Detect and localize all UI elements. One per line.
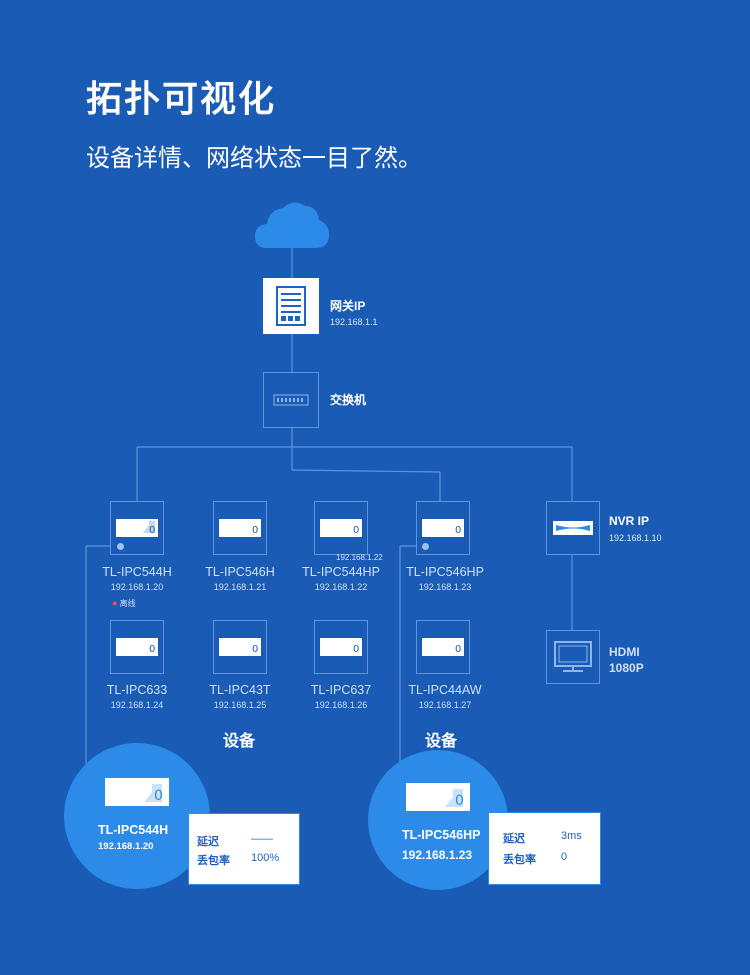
- detail-circle-right: [368, 750, 508, 890]
- device-name: TL-IPC637: [310, 683, 372, 697]
- monitor-node[interactable]: [546, 630, 600, 684]
- svg-text:0: 0: [353, 644, 359, 655]
- offline-label: 离线: [119, 599, 136, 608]
- offline-dot-icon: ●: [112, 598, 118, 608]
- svg-text:0: 0: [154, 788, 163, 804]
- detail-device-name: TL-IPC546HP: [402, 828, 481, 842]
- device-name: TL-IPC43T: [209, 683, 271, 697]
- camera-icon: 0: [116, 638, 158, 656]
- device-node-6[interactable]: 0: [213, 620, 267, 674]
- detail-popup-right: 延迟 3ms 丢包率 0: [488, 812, 601, 885]
- detail-popup-left: 延迟 —— 丢包率 100%: [188, 813, 300, 885]
- latency-value: ——: [251, 833, 273, 845]
- gateway-ip: 192.168.1.1: [330, 317, 378, 327]
- latency-label: 延迟: [503, 833, 525, 845]
- latency-label: 延迟: [197, 836, 219, 848]
- detail-device-name: TL-IPC544H: [98, 823, 169, 837]
- device-node-2[interactable]: 0: [213, 501, 267, 555]
- status-dot: [422, 543, 429, 550]
- switch-icon: [273, 394, 309, 406]
- status-dot: [117, 543, 124, 550]
- device-ip: 192.168.1.25: [213, 700, 267, 710]
- loss-value: 0: [561, 851, 568, 863]
- detail-device-ip: 192.168.1.23: [402, 848, 473, 862]
- device-ip: 192.168.1.20: [110, 582, 164, 592]
- loss-value: 100%: [251, 852, 280, 864]
- group-label-right: 设备: [425, 733, 458, 750]
- svg-text:0: 0: [149, 644, 155, 655]
- camera-icon: 0: [219, 638, 261, 656]
- camera-icon: 0: [219, 519, 261, 537]
- detail-device-ip: 192.168.1.20: [98, 841, 154, 852]
- camera-icon: 0: [422, 638, 464, 656]
- camera-icon: 0: [406, 783, 470, 811]
- offline-status: ● 离线: [112, 598, 136, 609]
- nvr-icon: [553, 521, 593, 535]
- device-node-3[interactable]: 0: [314, 501, 368, 555]
- cloud-icon: [255, 202, 329, 248]
- camera-icon: 0: [320, 638, 362, 656]
- server-rack-icon: [276, 286, 306, 326]
- camera-icon: 0: [422, 519, 464, 537]
- device-node-5[interactable]: 0: [110, 620, 164, 674]
- nvr-ip: 192.168.1.10: [609, 533, 662, 543]
- hdmi-resolution: 1080P: [609, 661, 644, 675]
- device-ip: 192.168.1.22: [314, 582, 368, 592]
- loss-label: 丢包率: [197, 855, 230, 867]
- group-label-left: 设备: [223, 733, 256, 750]
- svg-text:0: 0: [252, 525, 258, 536]
- device-name: TL-IPC633: [106, 683, 168, 697]
- gateway-node[interactable]: [263, 278, 319, 334]
- page-subtitle: 设备详情、网络状态一目了然。: [86, 145, 422, 172]
- device-name: TL-IPC544H: [102, 565, 172, 579]
- hover-ip-tooltip: 192.168.1.22: [336, 553, 383, 562]
- svg-text:0: 0: [252, 644, 258, 655]
- switch-node[interactable]: [263, 372, 319, 428]
- device-ip: 192.168.1.26: [314, 700, 368, 710]
- hdmi-label: HDMI: [609, 645, 640, 659]
- camera-icon: 0: [105, 778, 169, 806]
- svg-text:0: 0: [149, 525, 155, 536]
- svg-text:0: 0: [353, 525, 359, 536]
- page-title: 拓扑可视化: [86, 78, 277, 119]
- device-node-7[interactable]: 0: [314, 620, 368, 674]
- line-bus-right: [291, 469, 441, 473]
- device-name: TL-IPC544HP: [302, 565, 380, 579]
- device-name: TL-IPC44AW: [408, 683, 482, 697]
- nvr-label: NVR IP: [609, 514, 650, 528]
- switch-label: 交换机: [330, 393, 367, 407]
- latency-value: 3ms: [561, 830, 582, 842]
- monitor-icon: [554, 641, 592, 672]
- device-name: TL-IPC546H: [205, 565, 275, 579]
- gateway-label: 网关IP: [330, 299, 366, 313]
- detail-circle-left: [64, 743, 210, 889]
- device-node-8[interactable]: 0: [416, 620, 470, 674]
- nvr-node[interactable]: [546, 501, 600, 555]
- svg-text:0: 0: [455, 644, 461, 655]
- camera-icon: 0: [116, 519, 158, 537]
- device-name: TL-IPC546HP: [406, 565, 484, 579]
- svg-text:0: 0: [455, 525, 461, 536]
- device-ip: 192.168.1.21: [213, 582, 267, 592]
- device-ip: 192.168.1.23: [418, 582, 472, 592]
- device-ip: 192.168.1.24: [110, 700, 164, 710]
- loss-label: 丢包率: [503, 854, 536, 866]
- svg-text:0: 0: [455, 793, 464, 809]
- camera-icon: 0: [320, 519, 362, 537]
- device-ip: 192.168.1.27: [418, 700, 472, 710]
